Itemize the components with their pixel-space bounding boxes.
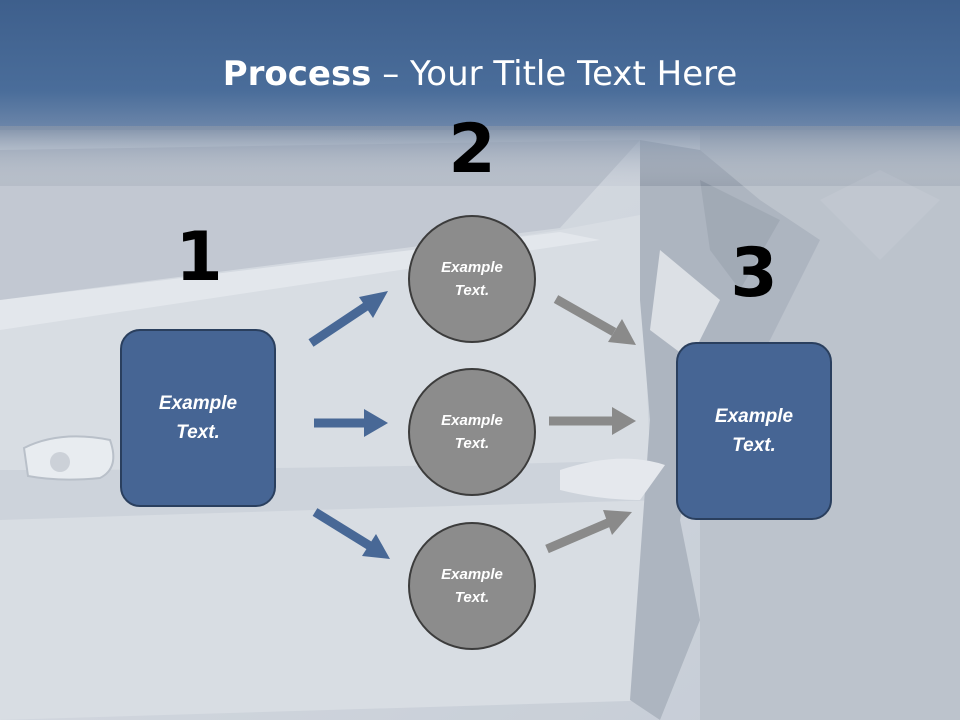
arrow-gray-down-right [553, 295, 636, 345]
arrow-gray-up-right [545, 510, 632, 554]
arrow-gray-right [549, 407, 636, 435]
step-number-3: 3 [730, 234, 778, 313]
title-rest: – Your Title Text Here [371, 54, 738, 94]
arrow-up-right [308, 291, 388, 347]
step-number-2: 2 [448, 110, 496, 189]
circle-top: Example Text. [408, 215, 536, 343]
circle-middle: Example Text. [408, 368, 536, 496]
right-process-box: Example Text. [676, 342, 832, 520]
title-bold: Process [222, 54, 372, 94]
step-number-1: 1 [175, 218, 223, 297]
left-process-box: Example Text. [120, 329, 276, 507]
circle-bottom: Example Text. [408, 522, 536, 650]
arrow-right [314, 409, 388, 437]
arrow-down-right [312, 508, 390, 559]
slide-title: Process – Your Title Text Here [0, 52, 960, 96]
